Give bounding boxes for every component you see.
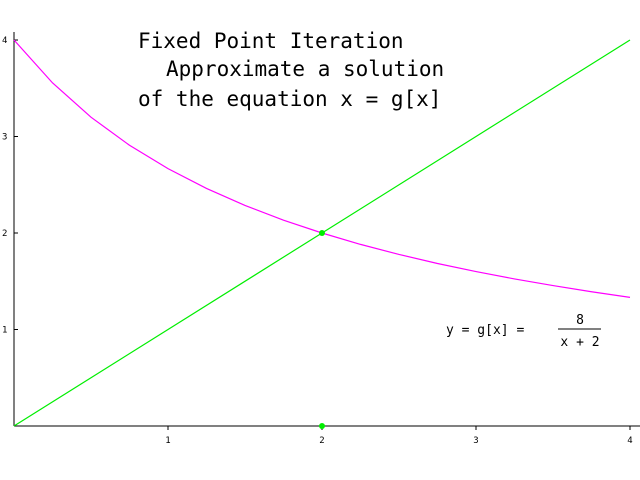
data-point-1 [319,230,325,236]
formula-numerator: 8 [576,313,584,328]
title-line-3: of the equation x = g[x] [138,87,441,111]
y-tick-label: 4 [2,36,7,46]
data-point-2 [319,423,325,429]
function-formula: y = g[x] = 8 x + 2 [446,313,601,350]
ticks: 1 2 3 4 1 2 3 4 [2,36,633,446]
x-tick-label: 2 [319,436,324,446]
y-tick-label: 1 [2,326,7,336]
title-line-2: Approximate a solution [166,57,444,81]
x-tick-label: 4 [627,436,632,446]
y-tick-label: 2 [2,229,7,239]
x-tick-label: 3 [473,436,478,446]
y-tick-label: 3 [2,133,7,143]
points-layer [319,230,325,429]
formula-lhs: y = g[x] = [446,323,524,338]
title-line-1: Fixed Point Iteration [138,29,404,53]
axes [13,32,640,427]
formula-denominator: x + 2 [560,335,599,350]
x-tick-label: 1 [165,436,170,446]
chart-title: Fixed Point Iteration Approximate a solu… [138,29,444,111]
